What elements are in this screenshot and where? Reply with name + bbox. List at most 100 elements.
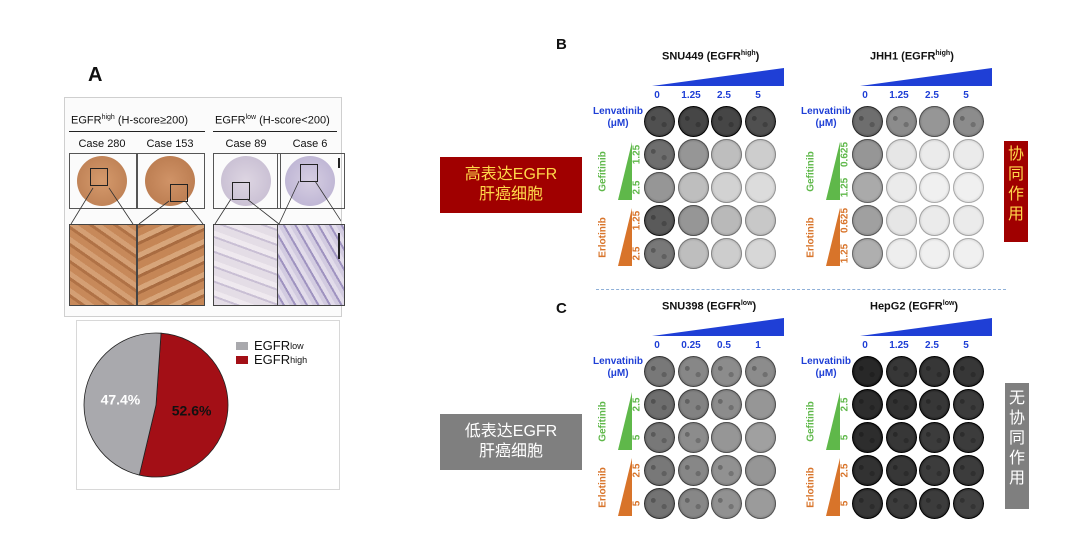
pie-slice [83, 332, 162, 476]
colony-well [678, 422, 709, 453]
colony-well [852, 106, 883, 137]
colony-well [919, 238, 950, 269]
wedge-shape [860, 318, 992, 336]
erlotinib-label: Erlotinib [597, 467, 609, 508]
no-synergy-label-box: 无协同作用 [1005, 383, 1029, 509]
gefitinib-dose: 1.25 [839, 177, 851, 198]
lenvatinib-concentration: 0 [862, 90, 868, 101]
colony-well [678, 488, 709, 519]
colony-well [852, 488, 883, 519]
colony-well [852, 389, 883, 420]
colony-well [644, 389, 675, 420]
gefitinib-label: Gefitinib [597, 151, 609, 192]
colony-well [919, 172, 950, 203]
egfr-high-group-header: EGFRhigh (H-score≥200) [71, 114, 189, 127]
erlotinib-label: Erlotinib [805, 467, 817, 508]
erlotinib-dose: 1.25 [839, 243, 851, 264]
title-close: ) [954, 300, 959, 313]
colony-well [852, 205, 883, 236]
colony-well [745, 106, 776, 137]
colony-well [644, 172, 675, 203]
colony-well [886, 106, 917, 137]
colony-well [886, 172, 917, 203]
colony-well [953, 455, 984, 486]
lenvatinib-unit: (μM) [815, 368, 837, 379]
colony-well [678, 172, 709, 203]
lenvatinib-dose-wedge [652, 318, 784, 336]
colony-well [852, 139, 883, 170]
gefitinib-dose: 5 [631, 434, 643, 441]
title-close: ) [950, 50, 954, 63]
colony-well [678, 106, 709, 137]
lenvatinib-label: Lenvatinib(μM) [796, 106, 856, 130]
title-egfr: (EGFR [898, 50, 936, 63]
cell-line-title: JHH1 (EGFRhigh) [870, 50, 954, 63]
colony-well [711, 139, 742, 170]
lenvatinib-concentration: 5 [755, 90, 761, 101]
colony-well [644, 205, 675, 236]
wedge-shape [826, 142, 840, 200]
colony-well [852, 422, 883, 453]
erlotinib-dose: 5 [839, 500, 851, 507]
colony-well [953, 205, 984, 236]
no-synergy-label: 无协同作用 [1009, 390, 1026, 487]
wedge-shape [826, 458, 840, 516]
egfr-level: high [935, 50, 951, 57]
gefitinib-dose: 2.5 [839, 397, 851, 412]
lenvatinib-unit: (μM) [607, 118, 629, 129]
gefitinib-dose: 0.625 [839, 141, 851, 168]
lenvatinib-name: Lenvatinib [592, 106, 643, 117]
lenvatinib-concentration: 2.5 [925, 90, 939, 101]
low-egfr-label-line2: 肝癌细胞 [478, 443, 543, 460]
colony-well [745, 356, 776, 387]
section-divider [596, 289, 1006, 290]
lenvatinib-dose-wedge [860, 68, 992, 86]
case-label: Case 280 [78, 138, 126, 150]
colony-well [644, 488, 675, 519]
wedge-shape [652, 318, 784, 336]
inhibitor-dose-wedge [826, 458, 840, 516]
inhibitor-dose-wedge [826, 208, 840, 266]
lenvatinib-label: Lenvatinib(μM) [588, 106, 648, 130]
title-egfr: (EGFR [703, 300, 741, 313]
gefitinib-label: Gefitinib [805, 151, 817, 192]
colony-well [886, 205, 917, 236]
lenvatinib-unit: (μM) [607, 368, 629, 379]
egfr-low-group-header: EGFRlow (H-score<200) [215, 114, 330, 127]
gefitinib-dose: 1.25 [631, 144, 643, 165]
high-group-rule [69, 131, 205, 132]
colony-well [852, 172, 883, 203]
magnified-tissue-image [277, 224, 345, 306]
colony-well [745, 238, 776, 269]
inhibitor-dose-wedge [826, 392, 840, 450]
title-egfr: (EGFR [703, 50, 741, 63]
inhibitor-dose-wedge [826, 142, 840, 200]
lenvatinib-concentration: 5 [963, 340, 969, 351]
colony-well [711, 356, 742, 387]
lenvatinib-label: Lenvatinib(μM) [796, 356, 856, 380]
magnified-tissue-image [137, 224, 205, 306]
colony-well [953, 422, 984, 453]
colony-well [953, 389, 984, 420]
colony-well [886, 356, 917, 387]
colony-well [953, 488, 984, 519]
lenvatinib-concentration: 0.5 [717, 340, 731, 351]
cell-line-title: SNU398 (EGFRlow) [662, 300, 756, 313]
panel-a-letter: A [88, 64, 103, 86]
cell-line-name: SNU398 [662, 300, 704, 313]
zoom-connector-lines [70, 180, 341, 225]
erlotinib-dose: 2.5 [631, 463, 643, 478]
wedge-shape [618, 208, 632, 266]
gefitinib-dose: 5 [839, 434, 851, 441]
wedge-shape [860, 68, 992, 86]
colony-well [852, 455, 883, 486]
title-close: ) [755, 50, 760, 63]
erlotinib-dose: 2.5 [839, 463, 851, 478]
lenvatinib-concentration: 2.5 [717, 90, 731, 101]
lenvatinib-concentration: 0 [654, 90, 660, 101]
wedge-shape [618, 458, 632, 516]
